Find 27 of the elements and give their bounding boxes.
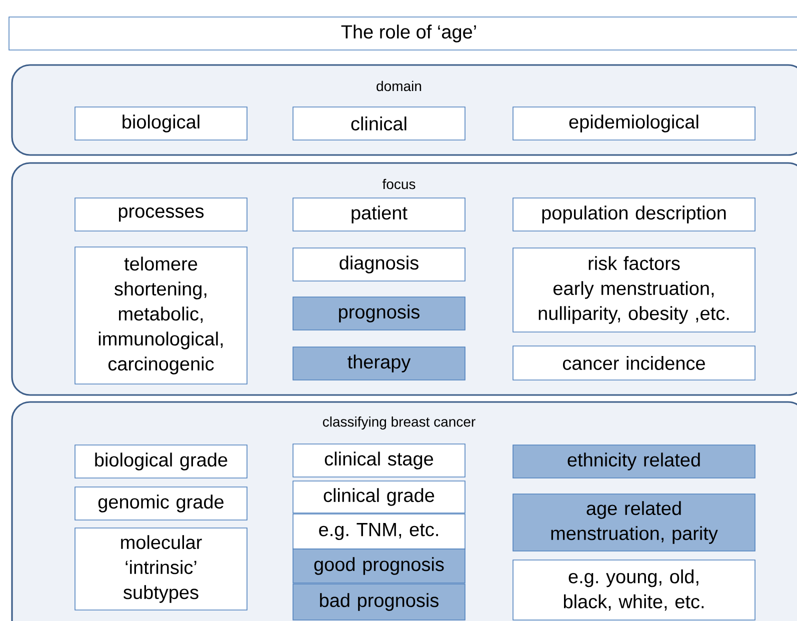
text-box: cancer incidence	[512, 346, 756, 380]
text-box: clinical	[292, 106, 466, 140]
text-box: genomic grade	[74, 486, 248, 520]
text-box: good prognosis	[292, 548, 466, 584]
text-box: telomere shortening, metabolic, immunological, carcinogenic	[74, 246, 248, 384]
text-box: therapy	[292, 346, 466, 380]
text-box: population description	[512, 198, 756, 232]
text-box: epidemiological	[512, 106, 756, 140]
text-box: age related menstruation, parity	[512, 494, 756, 552]
text-box: patient	[292, 198, 466, 232]
text-box: biological	[74, 106, 248, 140]
panel-heading: domain	[376, 80, 422, 92]
text-box: ethnicity related	[512, 444, 756, 478]
text-box: clinical grade	[292, 480, 466, 514]
text-box: processes	[74, 198, 248, 232]
text-box: risk factors early menstruation, nulliparity, obesity ,etc.	[512, 248, 756, 332]
panel-heading: focus	[382, 178, 416, 190]
text-box: clinical stage	[292, 444, 466, 478]
text-box: prognosis	[292, 296, 466, 330]
text-box: diagnosis	[292, 248, 466, 282]
text-box: molecular ‘intrinsic’ subtypes	[74, 528, 248, 610]
text-box: e.g. young, old, black, white, etc.	[512, 560, 756, 620]
text-box: bad prognosis	[292, 584, 466, 620]
title-box: The role of ‘age’	[8, 16, 797, 50]
panel-heading: classifying breast cancer	[322, 416, 476, 430]
text-box: e.g. TNM, etc.	[292, 514, 466, 550]
text-box: biological grade	[74, 444, 248, 478]
